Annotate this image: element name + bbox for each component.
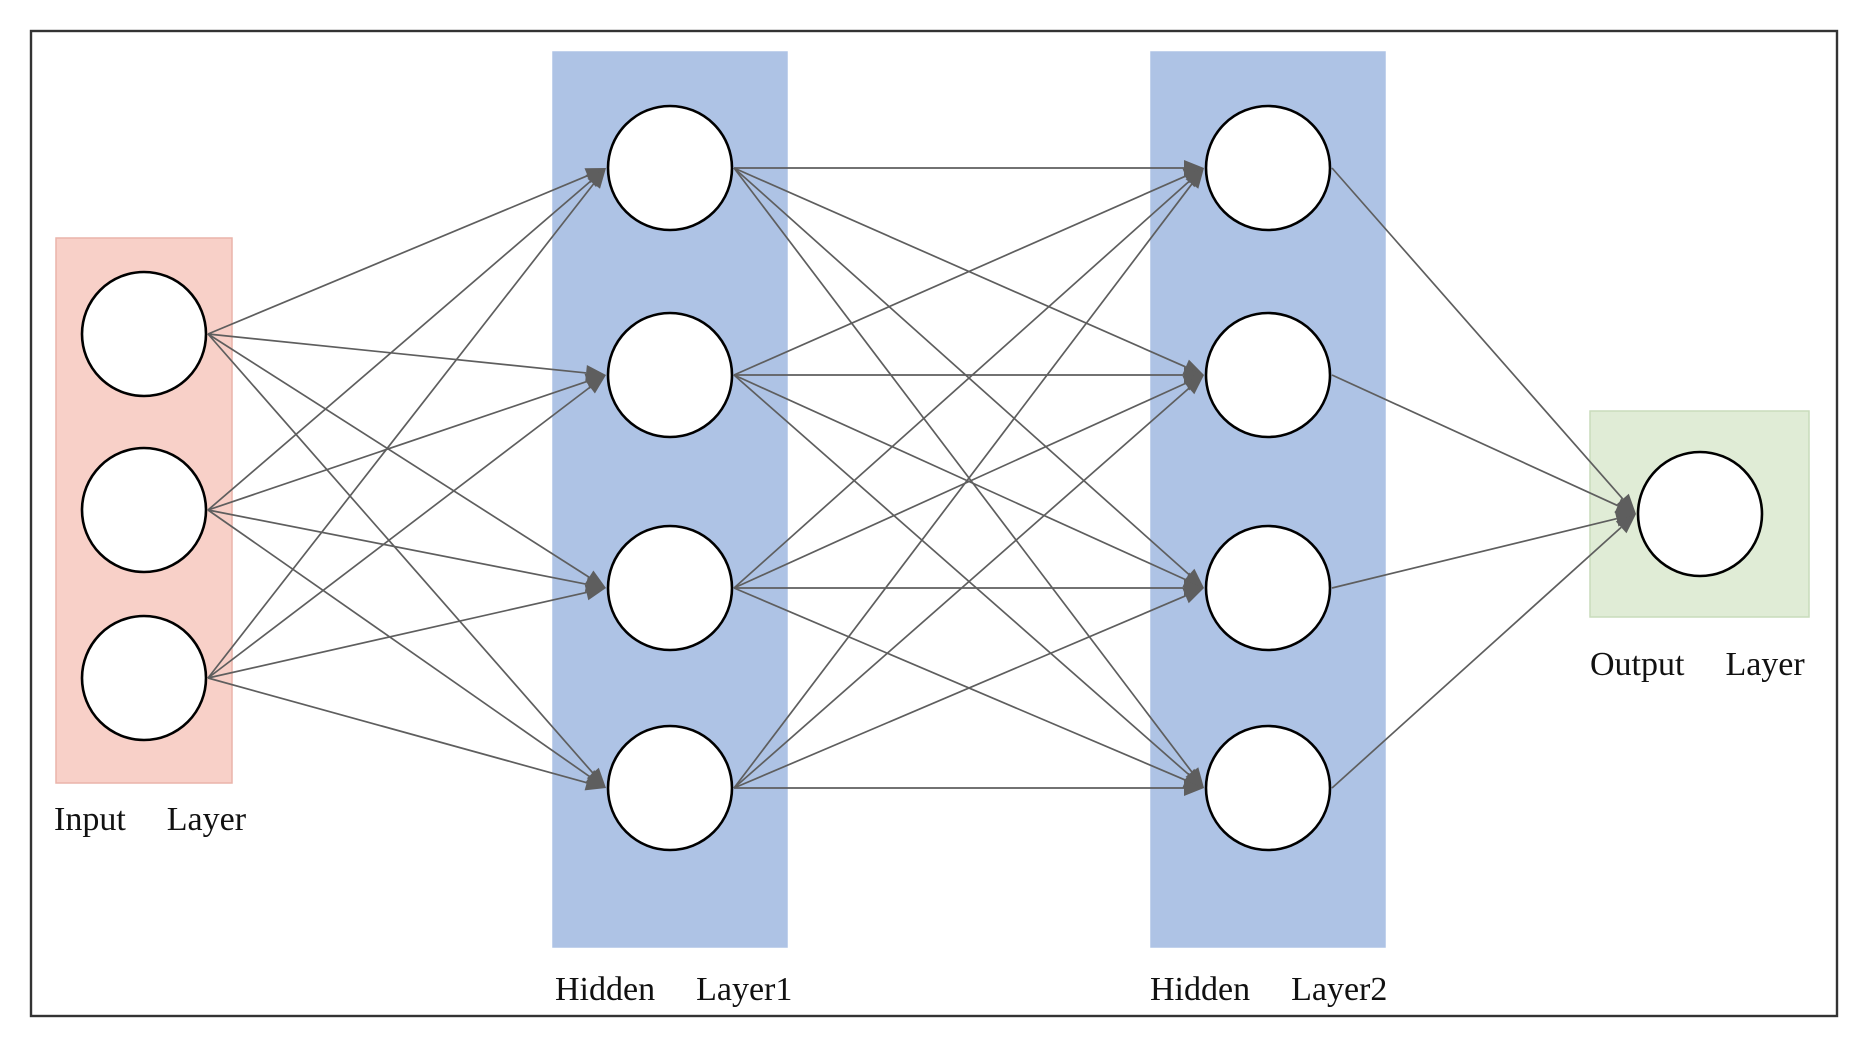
edge-hidden2-2-to-output-1	[1331, 374, 1619, 507]
hidden2-neuron-4	[1204, 724, 1332, 852]
edge-input-3-to-hidden1-3	[207, 591, 587, 679]
hidden1-neuron-1	[606, 104, 734, 232]
hidden-layer1-label: Hidden Layer1	[555, 971, 792, 1008]
layer-backgrounds	[55, 51, 1810, 948]
edge-hidden1-4-to-hidden2-2	[733, 387, 1190, 789]
edge-hidden1-2-to-hidden2-1	[733, 175, 1187, 376]
edge-input-3-to-hidden1-2	[207, 386, 591, 679]
hidden-layer2-label: Hidden Layer2	[1150, 971, 1387, 1008]
arrowhead-icon	[1183, 375, 1204, 395]
output-layer-label: Output Layer	[1590, 646, 1805, 683]
arrowhead-icon	[1182, 588, 1204, 604]
arrowhead-icon	[587, 168, 606, 189]
edge-input-1-to-hidden1-1	[207, 174, 588, 335]
input-neuron-2	[80, 446, 208, 574]
arrowhead-icon	[1616, 493, 1636, 514]
edge-input-1-to-hidden1-4	[207, 333, 594, 774]
edge-input-2-to-hidden1-3	[207, 509, 587, 585]
arrowhead-icon	[1615, 514, 1636, 534]
edge-input-1-to-hidden1-3	[207, 333, 590, 578]
edge-hidden2-1-to-output-1	[1331, 167, 1624, 500]
edge-hidden1-3-to-hidden2-2	[733, 382, 1187, 589]
output-neuron-1	[1636, 450, 1764, 578]
edge-input-2-to-hidden1-4	[207, 509, 591, 778]
hidden1-neuron-2	[606, 311, 734, 439]
arrowhead-icon	[585, 375, 606, 394]
edge-input-1-to-hidden1-2	[207, 333, 587, 374]
edge-hidden1-2-to-hidden2-4	[733, 374, 1190, 776]
hidden2-neuron-1	[1204, 104, 1332, 232]
diagram-frame	[29, 29, 1839, 1018]
input-neuron-1	[80, 270, 208, 398]
arrowhead-icon	[1185, 168, 1204, 189]
edge-hidden2-4-to-output-1	[1331, 526, 1622, 789]
edge-hidden1-4-to-hidden2-1	[733, 183, 1193, 789]
edge-hidden1-2-to-hidden2-3	[733, 374, 1187, 581]
edge-input-2-to-hidden1-2	[207, 380, 588, 511]
edge-hidden2-3-to-output-1	[1331, 517, 1617, 589]
edge-hidden1-4-to-hidden2-3	[733, 595, 1186, 789]
arrowhead-icon	[584, 775, 606, 791]
arrowhead-icon	[584, 584, 606, 601]
hidden2-neuron-3	[1204, 524, 1332, 652]
arrowhead-icon	[1614, 498, 1636, 514]
arrowhead-icon	[1184, 780, 1204, 796]
edge-input-3-to-hidden1-4	[207, 677, 587, 784]
hidden2-neuron-2	[1204, 311, 1332, 439]
input-neuron-3	[80, 614, 208, 742]
edge-input-3-to-hidden1-1	[207, 183, 595, 679]
edge-hidden1-1-to-hidden2-3	[733, 167, 1190, 576]
edge-input-2-to-hidden1-1	[207, 180, 592, 511]
hidden1-neuron-3	[606, 524, 734, 652]
edge-hidden1-1-to-hidden2-2	[733, 167, 1187, 368]
hidden1-neuron-4	[606, 724, 734, 852]
edge-hidden1-3-to-hidden2-1	[733, 180, 1190, 589]
neurons	[80, 104, 1764, 852]
edge-hidden1-3-to-hidden2-4	[733, 587, 1186, 781]
edge-hidden1-1-to-hidden2-4	[733, 167, 1193, 773]
connections	[207, 160, 1636, 796]
input-layer-label: Input Layer	[54, 801, 247, 838]
